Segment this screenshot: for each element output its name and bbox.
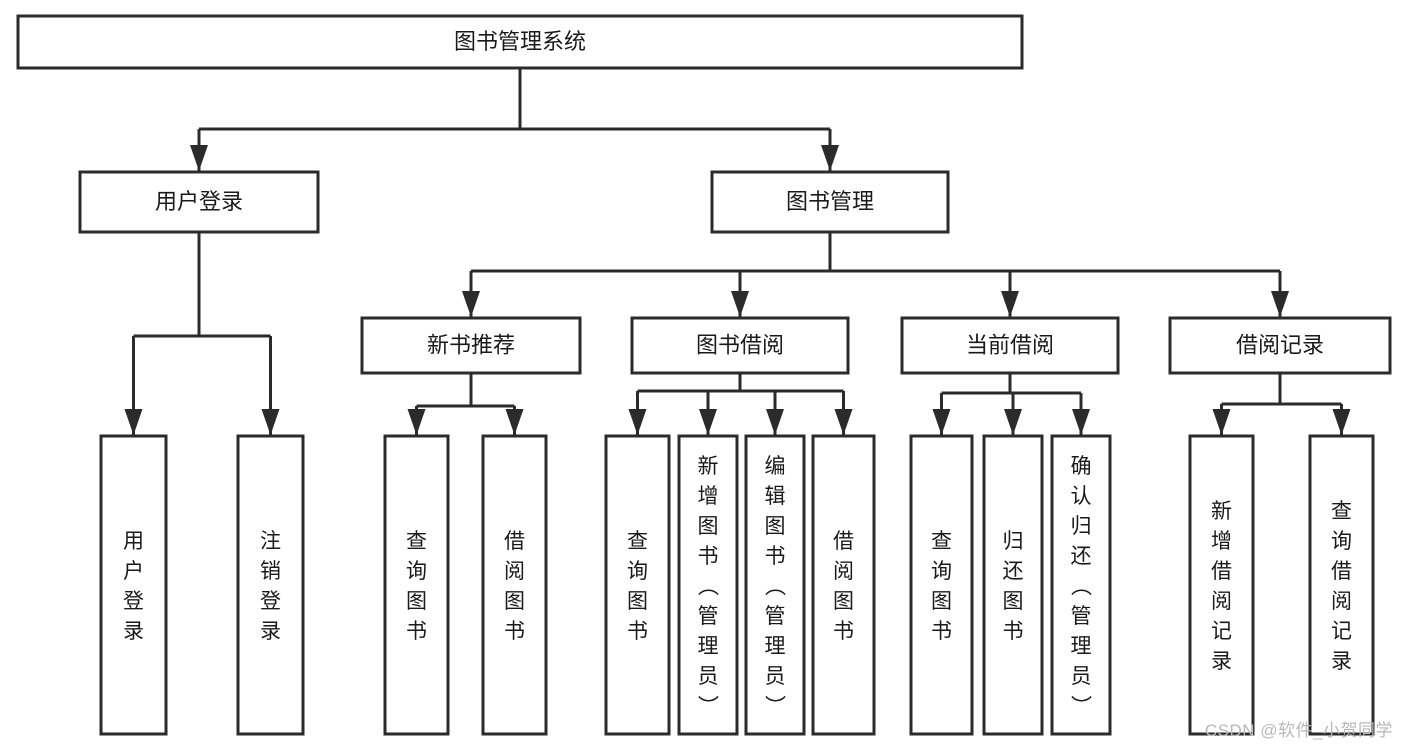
node-leaf-cur-confirm[interactable]: 确认归还（管理员）: [1050, 434, 1112, 736]
node-box-l1-user-login: [78, 170, 320, 234]
node-label-leaf-nb-query: 查询图书: [406, 530, 427, 643]
arrow-head-icon-leaf_cur_query: [932, 409, 951, 435]
node-leaf-bw-query[interactable]: 查询图书: [604, 434, 671, 736]
node-leaf-rec-query[interactable]: 查询借阅记录: [1308, 434, 1375, 736]
node-leaf-rec-add[interactable]: 新增借阅记录: [1188, 434, 1255, 736]
node-label-root: 图书管理系统: [454, 29, 586, 54]
node-l2-record[interactable]: 借阅记录: [1168, 316, 1392, 375]
arrow-head-icon-l1_user_login: [190, 145, 208, 171]
node-l2-current[interactable]: 当前借阅: [900, 316, 1120, 375]
node-box-l2-current: [900, 316, 1120, 375]
node-label-leaf-bw-borrow: 借阅图书: [833, 530, 854, 643]
node-box-leaf-cur-query: [909, 434, 974, 736]
node-box-leaf-nb-borrow: [481, 434, 548, 736]
node-l1-book-manage[interactable]: 图书管理: [710, 170, 950, 234]
node-label-leaf-bw-query: 查询图书: [627, 530, 648, 643]
node-leaf-bw-add[interactable]: 新增图书（管理员）: [677, 434, 739, 736]
csdn-watermark: CSDN @软件_小贺同学: [1204, 721, 1393, 740]
node-box-leaf-rec-query: [1308, 434, 1375, 736]
arrow-head-icon-leaf_rec_add: [1212, 409, 1231, 435]
arrow-head-icon-l2_new_book: [462, 291, 480, 317]
node-box-root: [16, 14, 1024, 70]
node-leaf-user-logout[interactable]: 注销登录: [236, 434, 305, 736]
arrow-head-icon-leaf_bw_edit: [766, 409, 784, 435]
node-leaf-cur-query[interactable]: 查询图书: [909, 434, 974, 736]
node-box-leaf-rec-add: [1188, 434, 1255, 736]
node-leaf-cur-return[interactable]: 归还图书: [982, 434, 1044, 736]
arrow-head-icon-leaf_bw_query: [628, 409, 647, 435]
node-label-leaf-cur-return: 归还图书: [1003, 530, 1024, 643]
node-label-leaf-rec-add: 新增借阅记录: [1211, 500, 1232, 673]
node-leaf-nb-borrow[interactable]: 借阅图书: [481, 434, 548, 736]
node-label-l2-record: 借阅记录: [1236, 332, 1324, 357]
node-box-leaf-cur-confirm: [1050, 434, 1112, 736]
node-box-leaf-user-logout: [236, 434, 305, 736]
node-root[interactable]: 图书管理系统: [16, 14, 1024, 70]
node-box-leaf-cur-return: [982, 434, 1044, 736]
node-label-leaf-bw-add: 新增图书（管理员）: [698, 455, 720, 718]
node-label-leaf-user-logout: 注销登录: [260, 530, 281, 643]
connectors-layer: [124, 68, 1351, 435]
node-label-l1-user-login: 用户登录: [155, 189, 243, 214]
arrow-head-icon-leaf_user_logout: [261, 409, 280, 435]
node-label-leaf-nb-borrow: 借阅图书: [504, 530, 525, 643]
node-label-leaf-cur-query: 查询图书: [931, 530, 952, 643]
arrow-head-icon-leaf_user_login: [124, 409, 143, 435]
node-l2-borrow[interactable]: 图书借阅: [630, 316, 850, 375]
node-box-leaf-bw-query: [604, 434, 671, 736]
arrow-head-icon-leaf_cur_return: [1004, 409, 1022, 435]
arrow-head-icon-leaf_nb_borrow: [505, 409, 524, 435]
node-label-l2-current: 当前借阅: [966, 332, 1054, 357]
arrow-head-icon-l2_borrow: [731, 291, 749, 317]
node-box-leaf-bw-add: [677, 434, 739, 736]
arrow-head-icon-leaf_bw_add: [699, 409, 717, 435]
node-label-l2-borrow: 图书借阅: [696, 332, 784, 357]
node-box-l2-record: [1168, 316, 1392, 375]
node-leaf-bw-borrow[interactable]: 借阅图书: [811, 434, 876, 736]
arrow-head-icon-leaf_nb_query: [407, 409, 426, 435]
node-box-l2-new-book: [360, 316, 582, 375]
arrow-head-icon-leaf_cur_confirm: [1072, 409, 1090, 435]
node-l1-user-login[interactable]: 用户登录: [78, 170, 320, 234]
node-leaf-bw-edit[interactable]: 编辑图书（管理员）: [744, 434, 806, 736]
node-box-l1-book-manage: [710, 170, 950, 234]
node-l2-new-book[interactable]: 新书推荐: [360, 316, 582, 375]
arrow-head-icon-leaf_rec_query: [1332, 409, 1351, 435]
node-label-leaf-cur-confirm: 确认归还（管理员）: [1071, 455, 1093, 718]
node-label-leaf-rec-query: 查询借阅记录: [1331, 500, 1352, 673]
nodes-layer: 图书管理系统用户登录图书管理新书推荐图书借阅当前借阅借阅记录用户登录注销登录查询…: [16, 14, 1392, 736]
arrow-head-icon-l2_record: [1271, 291, 1289, 317]
node-label-leaf-user-login: 用户登录: [123, 530, 144, 643]
node-label-leaf-bw-edit: 编辑图书（管理员）: [765, 455, 787, 718]
node-box-leaf-user-login: [99, 434, 168, 736]
node-leaf-user-login[interactable]: 用户登录: [99, 434, 168, 736]
node-box-leaf-bw-edit: [744, 434, 806, 736]
node-label-l1-book-manage: 图书管理: [786, 189, 874, 214]
arrow-head-icon-l1_book_manage: [821, 145, 839, 171]
arrow-head-icon-leaf_bw_borrow: [834, 409, 853, 435]
node-leaf-nb-query[interactable]: 查询图书: [383, 434, 450, 736]
arrow-head-icon-l2_current: [1001, 291, 1019, 317]
node-box-leaf-bw-borrow: [811, 434, 876, 736]
node-box-l2-borrow: [630, 316, 850, 375]
node-box-leaf-nb-query: [383, 434, 450, 736]
node-label-l2-new-book: 新书推荐: [427, 332, 515, 357]
